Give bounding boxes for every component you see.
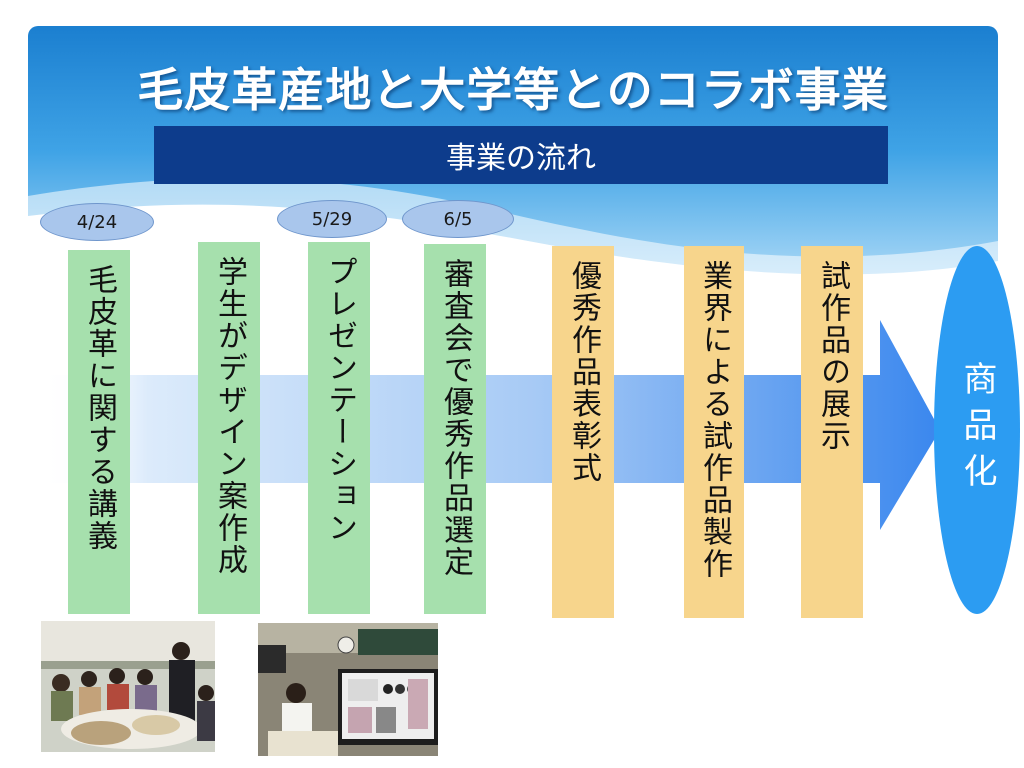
lecture-photo xyxy=(41,621,215,752)
step-label: 優秀作品表彰式 xyxy=(566,260,601,484)
goal-commercialization: 商品化 xyxy=(934,246,1020,614)
step-label: 審査会で優秀作品選定 xyxy=(438,258,473,578)
presentation-photo xyxy=(258,623,438,756)
date-badge-1: 4/24 xyxy=(40,203,154,241)
step-label: 業界による試作品製作 xyxy=(697,260,732,580)
subtitle-bar: 事業の流れ xyxy=(154,126,888,184)
date-badge-3: 6/5 xyxy=(402,200,514,238)
date-label: 6/5 xyxy=(443,208,473,230)
date-label: 4/24 xyxy=(76,211,118,233)
step-lecture: 毛皮革に関する講義 xyxy=(68,250,130,614)
date-label: 5/29 xyxy=(311,208,353,230)
date-badge-2: 5/29 xyxy=(277,200,387,238)
step-prototype: 業界による試作品製作 xyxy=(684,246,744,618)
subtitle-label: 事業の流れ xyxy=(446,141,596,176)
step-exhibition: 試作品の展示 xyxy=(801,246,863,618)
step-design: 学生がデザイン案作成 xyxy=(198,242,260,614)
slide-title: 毛皮革産地と大学等とのコラボ事業 xyxy=(137,63,889,117)
step-judging: 審査会で優秀作品選定 xyxy=(424,244,486,614)
step-label: プレゼンテーション xyxy=(322,256,357,544)
step-label: 学生がデザイン案作成 xyxy=(212,256,247,576)
step-award: 優秀作品表彰式 xyxy=(552,246,614,618)
goal-label: 商品化 xyxy=(957,361,997,499)
step-presentation: プレゼンテーション xyxy=(308,242,370,614)
step-label: 毛皮革に関する講義 xyxy=(82,264,117,552)
step-label: 試作品の展示 xyxy=(815,260,850,452)
